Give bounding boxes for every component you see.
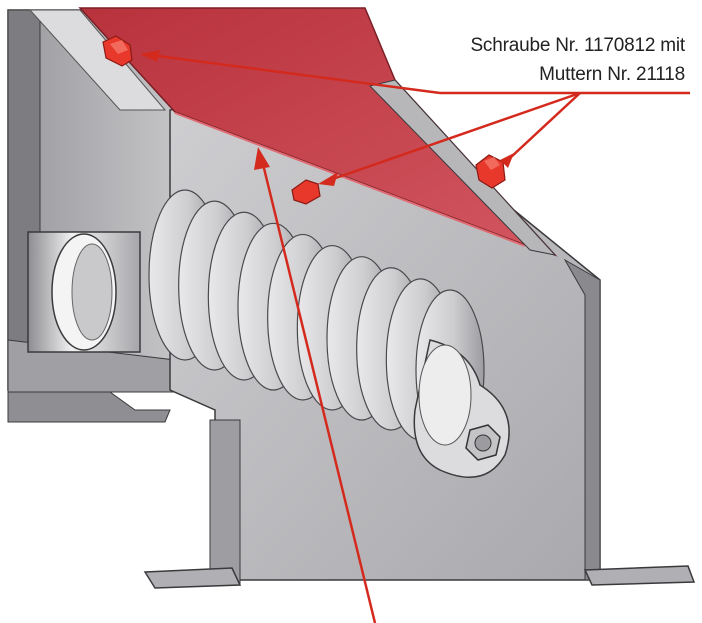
callout-line-2: Muttern Nr. 21118 [539,64,685,85]
auger-screw [148,189,485,451]
arrowhead-icon [140,50,514,186]
bolt-right-icon [475,154,506,189]
leader-line-to-left-bolt [149,53,441,95]
foot-right [583,565,696,586]
leader-line-to-right-bolt [509,92,581,159]
red-cover-plate [78,7,558,257]
callout-line-1: Schraube Nr. 1170812 mit [470,35,685,56]
outlet-pipe [27,231,141,353]
leader-line-to-middle-bolt [329,91,581,182]
hex-bolt-icon [465,424,501,461]
bolt-middle-icon [291,179,321,205]
leader-lines [149,53,690,623]
bolt-left-icon [102,35,133,67]
foot-left [143,567,242,589]
leader-line-to-cover [260,159,377,623]
